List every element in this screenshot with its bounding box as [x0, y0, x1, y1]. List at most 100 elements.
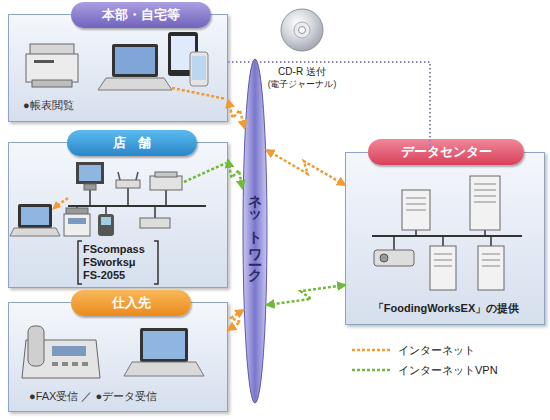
server-icon	[434, 254, 452, 255]
server-icon	[474, 202, 496, 203]
legend-item: インターネット	[398, 343, 475, 358]
legend-sample	[352, 349, 392, 352]
phone-icon	[190, 52, 208, 86]
printer-icon	[150, 176, 182, 190]
printer-icon	[32, 80, 72, 87]
lan-bus	[76, 206, 78, 214]
laptop-icon	[18, 204, 52, 228]
media-route	[228, 62, 430, 152]
server-icon	[474, 196, 496, 197]
phone-icon	[192, 56, 206, 80]
fax-icon	[52, 362, 58, 366]
server-lan	[490, 236, 492, 246]
legend-item: インターネットVPN	[398, 363, 498, 378]
server-icon	[478, 246, 504, 290]
server-icon	[474, 190, 496, 191]
server-icon	[482, 266, 500, 267]
register-icon	[66, 208, 88, 216]
handheld-icon	[98, 214, 114, 236]
server-icon	[402, 176, 504, 290]
bracket	[154, 241, 158, 284]
panel-note: ●帳表閲覧	[23, 99, 173, 112]
laptop-icon	[115, 47, 155, 74]
router-icon	[116, 172, 140, 188]
server-icon	[474, 184, 496, 185]
printer-icon	[26, 44, 78, 87]
network-ellipse: ネットワーク	[242, 58, 268, 404]
lan-bus	[89, 190, 91, 206]
server-icon	[430, 246, 456, 290]
printer-icon	[26, 54, 78, 82]
lan-bus	[154, 206, 156, 218]
network-label: ネットワーク	[246, 185, 264, 277]
internet-link	[58, 198, 68, 205]
laptop-icon	[124, 328, 204, 376]
fax-icon	[52, 346, 86, 356]
laptop-icon	[10, 204, 60, 236]
legend-text: インターネット	[398, 344, 475, 356]
storage-icon	[374, 250, 414, 266]
site-panel: 本部・自宅等●帳表閲覧	[8, 14, 228, 122]
register-icon	[68, 218, 86, 224]
server-icon	[406, 198, 426, 199]
laptop-icon	[140, 328, 188, 362]
register-icon	[64, 214, 90, 236]
router-icon	[118, 172, 120, 180]
pc-icon	[84, 184, 96, 190]
bracket	[78, 241, 158, 284]
router-icon	[116, 180, 140, 188]
server-icon	[406, 204, 426, 205]
pc-icon	[79, 165, 101, 181]
panel-heading: 本部・自宅等	[71, 2, 211, 28]
server-icon	[402, 190, 430, 230]
delivery-label: CD-R 送付	[270, 65, 334, 79]
internet-link	[172, 88, 226, 99]
server-icon	[434, 260, 452, 261]
network-ellipse-shape	[243, 59, 267, 403]
site-panel: 店舗FScompass FSworksμ FS-2055	[8, 142, 228, 288]
lan-bus	[165, 190, 167, 206]
internet-connector	[266, 150, 345, 185]
panel-note: ●FAX受信 ／ ●データ受信	[29, 390, 219, 403]
laptop-icon	[98, 78, 172, 90]
vpn-connector	[228, 160, 242, 188]
printer-icon	[34, 60, 54, 63]
panel-heading: 仕入先	[71, 290, 191, 316]
product-list: FScompass FSworksμ FS-2055	[83, 243, 155, 282]
router-icon	[136, 172, 138, 180]
handheld-icon	[98, 214, 114, 236]
handheld-icon	[101, 217, 111, 225]
lan-bus	[68, 188, 206, 218]
internet-connector	[228, 100, 245, 128]
laptop-icon	[98, 44, 172, 90]
internet-link	[52, 201, 61, 210]
laptop-icon	[143, 331, 185, 359]
printer-icon	[30, 44, 74, 56]
tablet-icon	[168, 32, 198, 76]
laptop-icon	[10, 228, 60, 236]
bracket	[78, 241, 82, 284]
server-lan	[372, 230, 522, 250]
cd-disc	[294, 22, 310, 38]
laptop-icon	[112, 44, 158, 77]
server-lan	[372, 235, 522, 237]
internet-link	[52, 198, 68, 210]
server-lan	[484, 230, 486, 236]
panel-heading: 店舗	[67, 130, 197, 156]
terminal-icon	[140, 218, 170, 228]
register-icon	[64, 208, 90, 236]
delivery-note: (電子ジャーナル)	[262, 79, 342, 91]
panel-heading: データセンター	[368, 139, 524, 165]
server-icon	[482, 260, 500, 261]
internet-link	[172, 88, 226, 99]
server-icon	[406, 210, 426, 211]
legend-sample	[352, 369, 392, 372]
server-lan	[415, 230, 417, 236]
printer-icon	[150, 172, 182, 190]
tablet-icon	[168, 32, 198, 76]
site-panel: 仕入先●FAX受信 ／ ●データ受信	[8, 302, 228, 412]
vpn-connector	[267, 285, 345, 305]
fax-icon	[62, 362, 68, 366]
fax-icon	[22, 340, 100, 378]
storage-icon	[374, 250, 414, 266]
